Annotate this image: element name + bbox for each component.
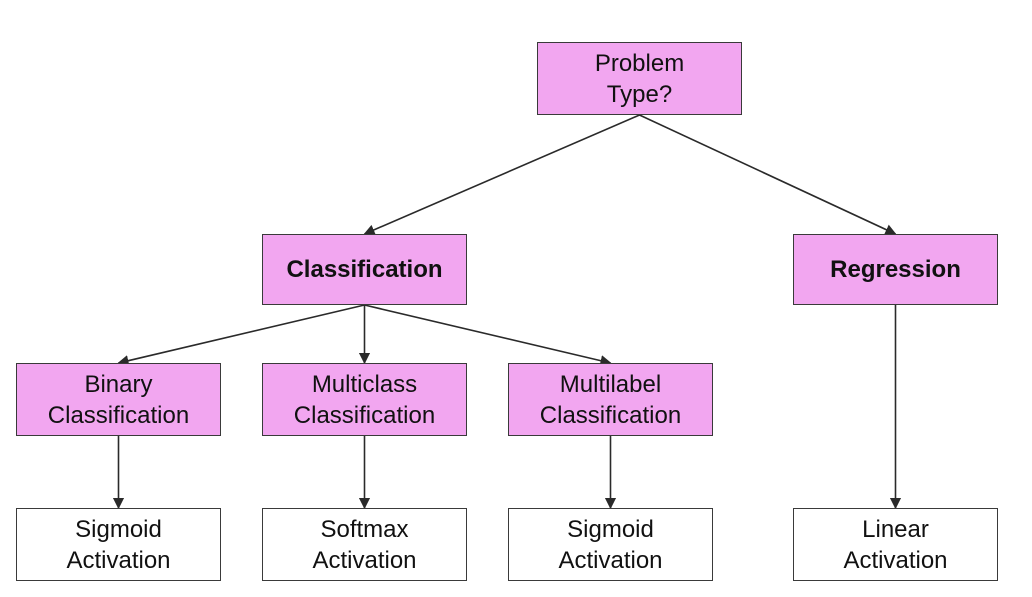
- binary-classification-node: Binary Classification: [16, 363, 221, 436]
- connector-arrow-root-to-classification: [363, 114, 640, 236]
- sigmoid-activation-node: Sigmoid Activation: [16, 508, 221, 581]
- connector-arrow-classification-to-multilabel: [364, 304, 612, 367]
- regression-node: Regression: [793, 234, 998, 305]
- sigmoid-activation-node: Sigmoid Activation: [508, 508, 713, 581]
- linear-activation-node: Linear Activation: [793, 508, 998, 581]
- connector-arrow-classification-to-binary: [117, 304, 365, 367]
- softmax-activation-node: Softmax Activation: [262, 508, 467, 581]
- problem-type-node: Problem Type?: [537, 42, 742, 115]
- multiclass-classification-node: Multiclass Classification: [262, 363, 467, 436]
- multilabel-classification-node: Multilabel Classification: [508, 363, 713, 436]
- classification-node: Classification: [262, 234, 467, 305]
- connector-arrow-root-to-regression: [639, 114, 897, 235]
